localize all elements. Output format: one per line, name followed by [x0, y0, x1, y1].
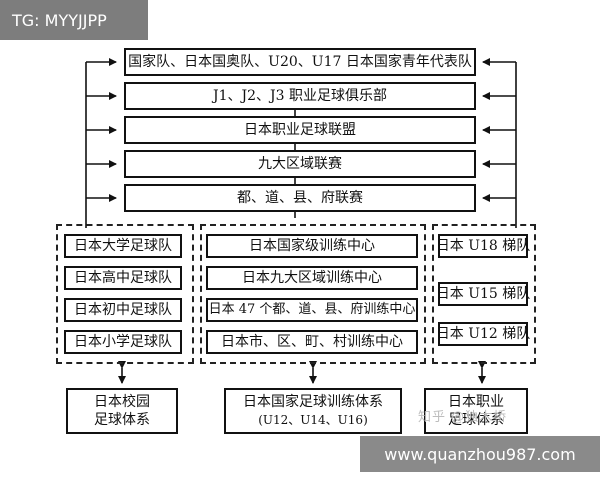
middle-school-team-box: 日本初中足球队 [64, 298, 182, 322]
youth-group-frame [432, 224, 536, 364]
pro-club-box: J1、J2、J3 职业足球俱乐部 [124, 82, 476, 110]
prefecture-training-center-box: 日本 47 个都、道、县、府训练中心 [206, 298, 418, 322]
pro-league-box: 日本职业足球联盟 [124, 116, 476, 144]
high-school-team-box: 日本高中足球队 [64, 266, 182, 290]
school-football-system-box: 日本校园 足球体系 [66, 388, 178, 434]
u12-team-box: 日本 U12 梯队 [436, 322, 530, 346]
pro-football-system-box: 日本职业 足球体系 [424, 388, 528, 434]
training-group-frame [200, 224, 426, 364]
site-watermark: www.quanzhou987.com [360, 436, 600, 472]
zhihu-watermark: 知乎 @独木桥 [418, 410, 508, 425]
u15-team-box: 日本 U15 梯队 [436, 282, 530, 306]
national-team-box: 国家队、日本国奥队、U20、U17 日本国家青年代表队 [124, 48, 476, 76]
regional-training-center-box: 日本九大区域训练中心 [206, 266, 418, 290]
school-system-line2: 足球体系 [94, 412, 150, 428]
prefecture-league-box: 都、道、县、府联赛 [124, 184, 476, 212]
school-system-line1: 日本校园 [94, 394, 150, 410]
u18-team-box: 日本 U18 梯队 [436, 234, 530, 258]
pro-system-line2: 足球体系 [448, 412, 504, 428]
university-team-box: 日本大学足球队 [64, 234, 182, 258]
municipal-training-center-box: 日本市、区、町、村训练中心 [206, 330, 418, 354]
regional-league-box: 九大区域联赛 [124, 150, 476, 178]
watermark-tag: TG: MYYJJPP [0, 0, 148, 40]
pro-system-line1: 日本职业 [448, 394, 504, 410]
national-training-system-box: 日本国家足球训练体系 (U12、U14、U16) [224, 388, 402, 434]
training-system-line2: (U12、U14、U16) [258, 413, 368, 427]
school-group-frame [56, 224, 194, 364]
national-training-center-box: 日本国家级训练中心 [206, 234, 418, 258]
primary-school-team-box: 日本小学足球队 [64, 330, 182, 354]
training-system-line1: 日本国家足球训练体系 [243, 394, 383, 410]
